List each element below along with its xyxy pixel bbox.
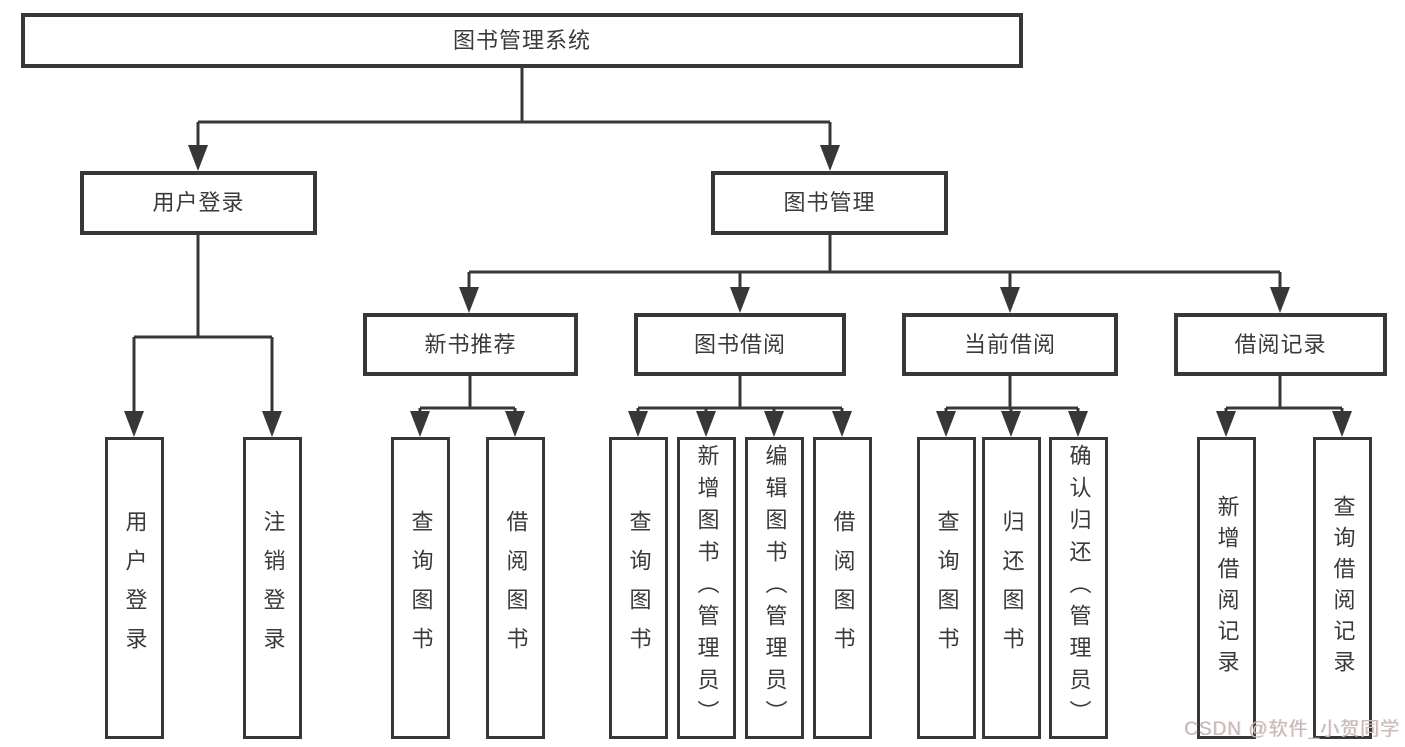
- arrow-down-icon: [1216, 411, 1236, 437]
- arrow-down-icons: [124, 145, 1352, 437]
- arrow-down-icon: [188, 145, 208, 171]
- leaf-label: 归还图书: [999, 510, 1025, 666]
- node-book-management: 图书管理: [711, 171, 948, 235]
- node-label: 图书借阅: [693, 331, 786, 357]
- leaf-user-login: 用户登录: [105, 437, 164, 739]
- watermark: CSDN @软件_小贺同学: [1184, 719, 1400, 740]
- arrow-down-icon: [820, 145, 840, 171]
- leaf-add-books-admin: 新增图书（管理员）: [677, 437, 736, 739]
- leaf-label: 查询图书: [934, 510, 960, 666]
- leaf-edit-books-admin: 编辑图书（管理员）: [745, 437, 804, 739]
- arrow-down-icon: [410, 411, 430, 437]
- node-new-book-recommend: 新书推荐: [363, 313, 578, 376]
- node-label: 借阅记录: [1234, 331, 1327, 357]
- leaf-label: 新增借阅记录: [1214, 495, 1240, 681]
- node-current-borrow: 当前借阅: [902, 313, 1118, 376]
- leaf-query-books-1: 查询图书: [391, 437, 450, 739]
- node-label: 图书管理系统: [452, 27, 591, 53]
- leaf-label: 用户登录: [122, 510, 148, 666]
- arrow-down-icon: [262, 411, 282, 437]
- arrow-down-icon: [1270, 287, 1290, 313]
- node-user-login-group: 用户登录: [80, 171, 317, 235]
- leaf-query-books-3: 查询图书: [917, 437, 976, 739]
- arrow-down-icon: [505, 411, 525, 437]
- node-label: 用户登录: [152, 190, 245, 215]
- node-system-root: 图书管理系统: [21, 13, 1023, 68]
- leaf-label: 查询图书: [626, 510, 652, 666]
- leaf-label: 借阅图书: [503, 510, 529, 666]
- leaf-label: 确认归还（管理员）: [1066, 444, 1092, 732]
- arrow-down-icon: [628, 411, 648, 437]
- arrow-down-icon: [764, 411, 784, 437]
- leaf-logout: 注销登录: [243, 437, 302, 739]
- leaf-query-books-2: 查询图书: [609, 437, 668, 739]
- leaf-label: 新增图书（管理员）: [694, 444, 720, 732]
- node-label: 新书推荐: [424, 331, 517, 357]
- leaf-label: 查询图书: [408, 510, 434, 666]
- leaf-label: 注销登录: [260, 510, 286, 666]
- leaf-borrow-books-1: 借阅图书: [486, 437, 545, 739]
- leaf-return-books: 归还图书: [982, 437, 1041, 739]
- leaf-add-borrow-record: 新增借阅记录: [1197, 437, 1256, 739]
- arrow-down-icon: [459, 287, 479, 313]
- arrow-down-icon: [936, 411, 956, 437]
- arrow-down-icon: [124, 411, 144, 437]
- node-label: 当前借阅: [963, 331, 1056, 357]
- leaf-label: 查询借阅记录: [1330, 495, 1356, 681]
- arrow-down-icon: [730, 287, 750, 313]
- arrow-down-icon: [1068, 411, 1088, 437]
- arrow-down-icon: [696, 411, 716, 437]
- arrow-down-icon: [832, 411, 852, 437]
- node-label: 图书管理: [783, 190, 876, 215]
- arrow-down-icon: [1001, 411, 1021, 437]
- arrow-down-icon: [1000, 287, 1020, 313]
- node-book-borrow: 图书借阅: [634, 313, 846, 376]
- leaf-borrow-books-2: 借阅图书: [813, 437, 872, 739]
- node-borrow-records: 借阅记录: [1174, 313, 1387, 376]
- leaf-label: 编辑图书（管理员）: [762, 444, 788, 732]
- arrow-down-icon: [1332, 411, 1352, 437]
- leaf-label: 借阅图书: [830, 510, 856, 666]
- leaf-confirm-return-admin: 确认归还（管理员）: [1049, 437, 1108, 739]
- leaf-query-borrow-record: 查询借阅记录: [1313, 437, 1372, 739]
